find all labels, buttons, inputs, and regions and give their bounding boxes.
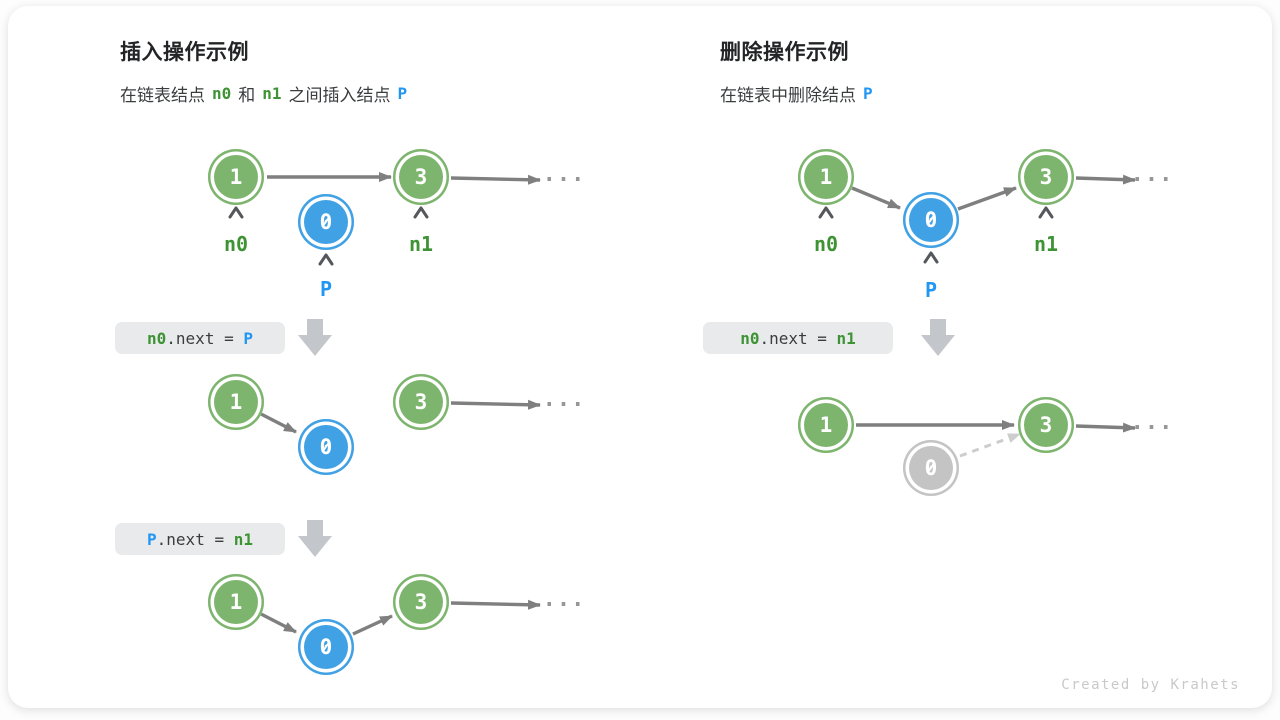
delete-panel-subtitle: 在链表中删除结点 P xyxy=(720,81,880,106)
ellipsis: ... xyxy=(542,587,586,612)
arrow-insert-start-3-to-rest xyxy=(450,174,541,185)
code-box-insert-step2: P.next = n1 xyxy=(115,523,285,555)
subtitle-text: 之间插入结点 xyxy=(288,86,391,105)
node-value-3: 3 xyxy=(393,574,449,630)
node-value-0: 0 xyxy=(298,194,354,250)
subtitle-token-p: P xyxy=(397,84,408,103)
ellipsis: ... xyxy=(1130,410,1174,435)
node-value-1: 1 xyxy=(208,149,264,205)
node-value-1: 1 xyxy=(798,397,854,453)
subtitle-text: 在链表结点 xyxy=(120,86,205,105)
insert-panel-title: 插入操作示例 xyxy=(120,41,249,64)
arrow-insert-step1-3-to-rest xyxy=(450,399,541,410)
subtitle-text: 在链表中删除结点 xyxy=(720,86,856,105)
ellipsis: ... xyxy=(542,162,586,187)
caret-insert-n1-icon xyxy=(413,206,429,219)
node-value-3: 3 xyxy=(1018,397,1074,453)
subtitle-text: 和 xyxy=(238,86,256,105)
block-down-arrow-icon xyxy=(298,319,332,356)
arrow-delete-start-1-to-0 xyxy=(851,186,901,210)
arrow-delete-start-0-to-3 xyxy=(957,186,1017,211)
node-value-1: 1 xyxy=(208,374,264,430)
node-value-1: 1 xyxy=(798,149,854,205)
code-box-insert-step1: n0.next = P xyxy=(115,322,285,354)
arrow-delete-result-3-to-rest xyxy=(1075,422,1136,433)
pointer-label-p: P xyxy=(924,278,938,302)
caret-insert-n0-icon xyxy=(228,206,244,219)
caret-delete-n0-icon xyxy=(818,206,834,219)
node-value-3: 3 xyxy=(393,149,449,205)
caret-insert-p-icon xyxy=(318,253,334,266)
arrow-delete-start-3-to-rest xyxy=(1075,174,1136,185)
node-value-0-removed: 0 xyxy=(903,440,959,496)
arrow-insert-step1-1-to-0 xyxy=(260,412,297,434)
subtitle-token-n1: n1 xyxy=(262,84,282,103)
node-value-0: 0 xyxy=(298,419,354,475)
caret-delete-n1-icon xyxy=(1038,206,1054,219)
node-value-0: 0 xyxy=(903,192,959,248)
pointer-label-n1: n1 xyxy=(1033,232,1059,256)
ellipsis: ... xyxy=(1130,162,1174,187)
subtitle-token-p: P xyxy=(863,84,873,103)
block-down-arrow-icon xyxy=(298,520,332,557)
pointer-label-p: P xyxy=(319,277,333,301)
code-box-delete-step1: n0.next = n1 xyxy=(703,322,893,354)
arrow-insert-step2-0-to-3 xyxy=(352,614,393,636)
delete-panel-title: 删除操作示例 xyxy=(720,41,849,64)
subtitle-token-n0: n0 xyxy=(212,84,232,103)
node-value-3: 3 xyxy=(1018,149,1074,205)
pointer-label-n1: n1 xyxy=(408,232,434,256)
pointer-label-n0: n0 xyxy=(223,232,249,256)
pointer-label-n0: n0 xyxy=(813,232,839,256)
ellipsis: ... xyxy=(542,387,586,412)
block-down-arrow-icon xyxy=(921,319,955,356)
arrow-insert-step2-1-to-0 xyxy=(260,612,297,634)
caret-delete-p-icon xyxy=(923,251,939,264)
credit-text: Created by Krahets xyxy=(1061,677,1240,693)
insert-panel-subtitle: 在链表结点 n0 和 n1 之间插入结点 P xyxy=(120,81,414,106)
arrow-delete-result-0-to-3-dashed xyxy=(959,432,1021,458)
arrow-insert-step2-3-to-rest xyxy=(450,599,541,610)
node-value-3: 3 xyxy=(393,374,449,430)
node-value-1: 1 xyxy=(208,574,264,630)
node-value-0: 0 xyxy=(298,619,354,675)
